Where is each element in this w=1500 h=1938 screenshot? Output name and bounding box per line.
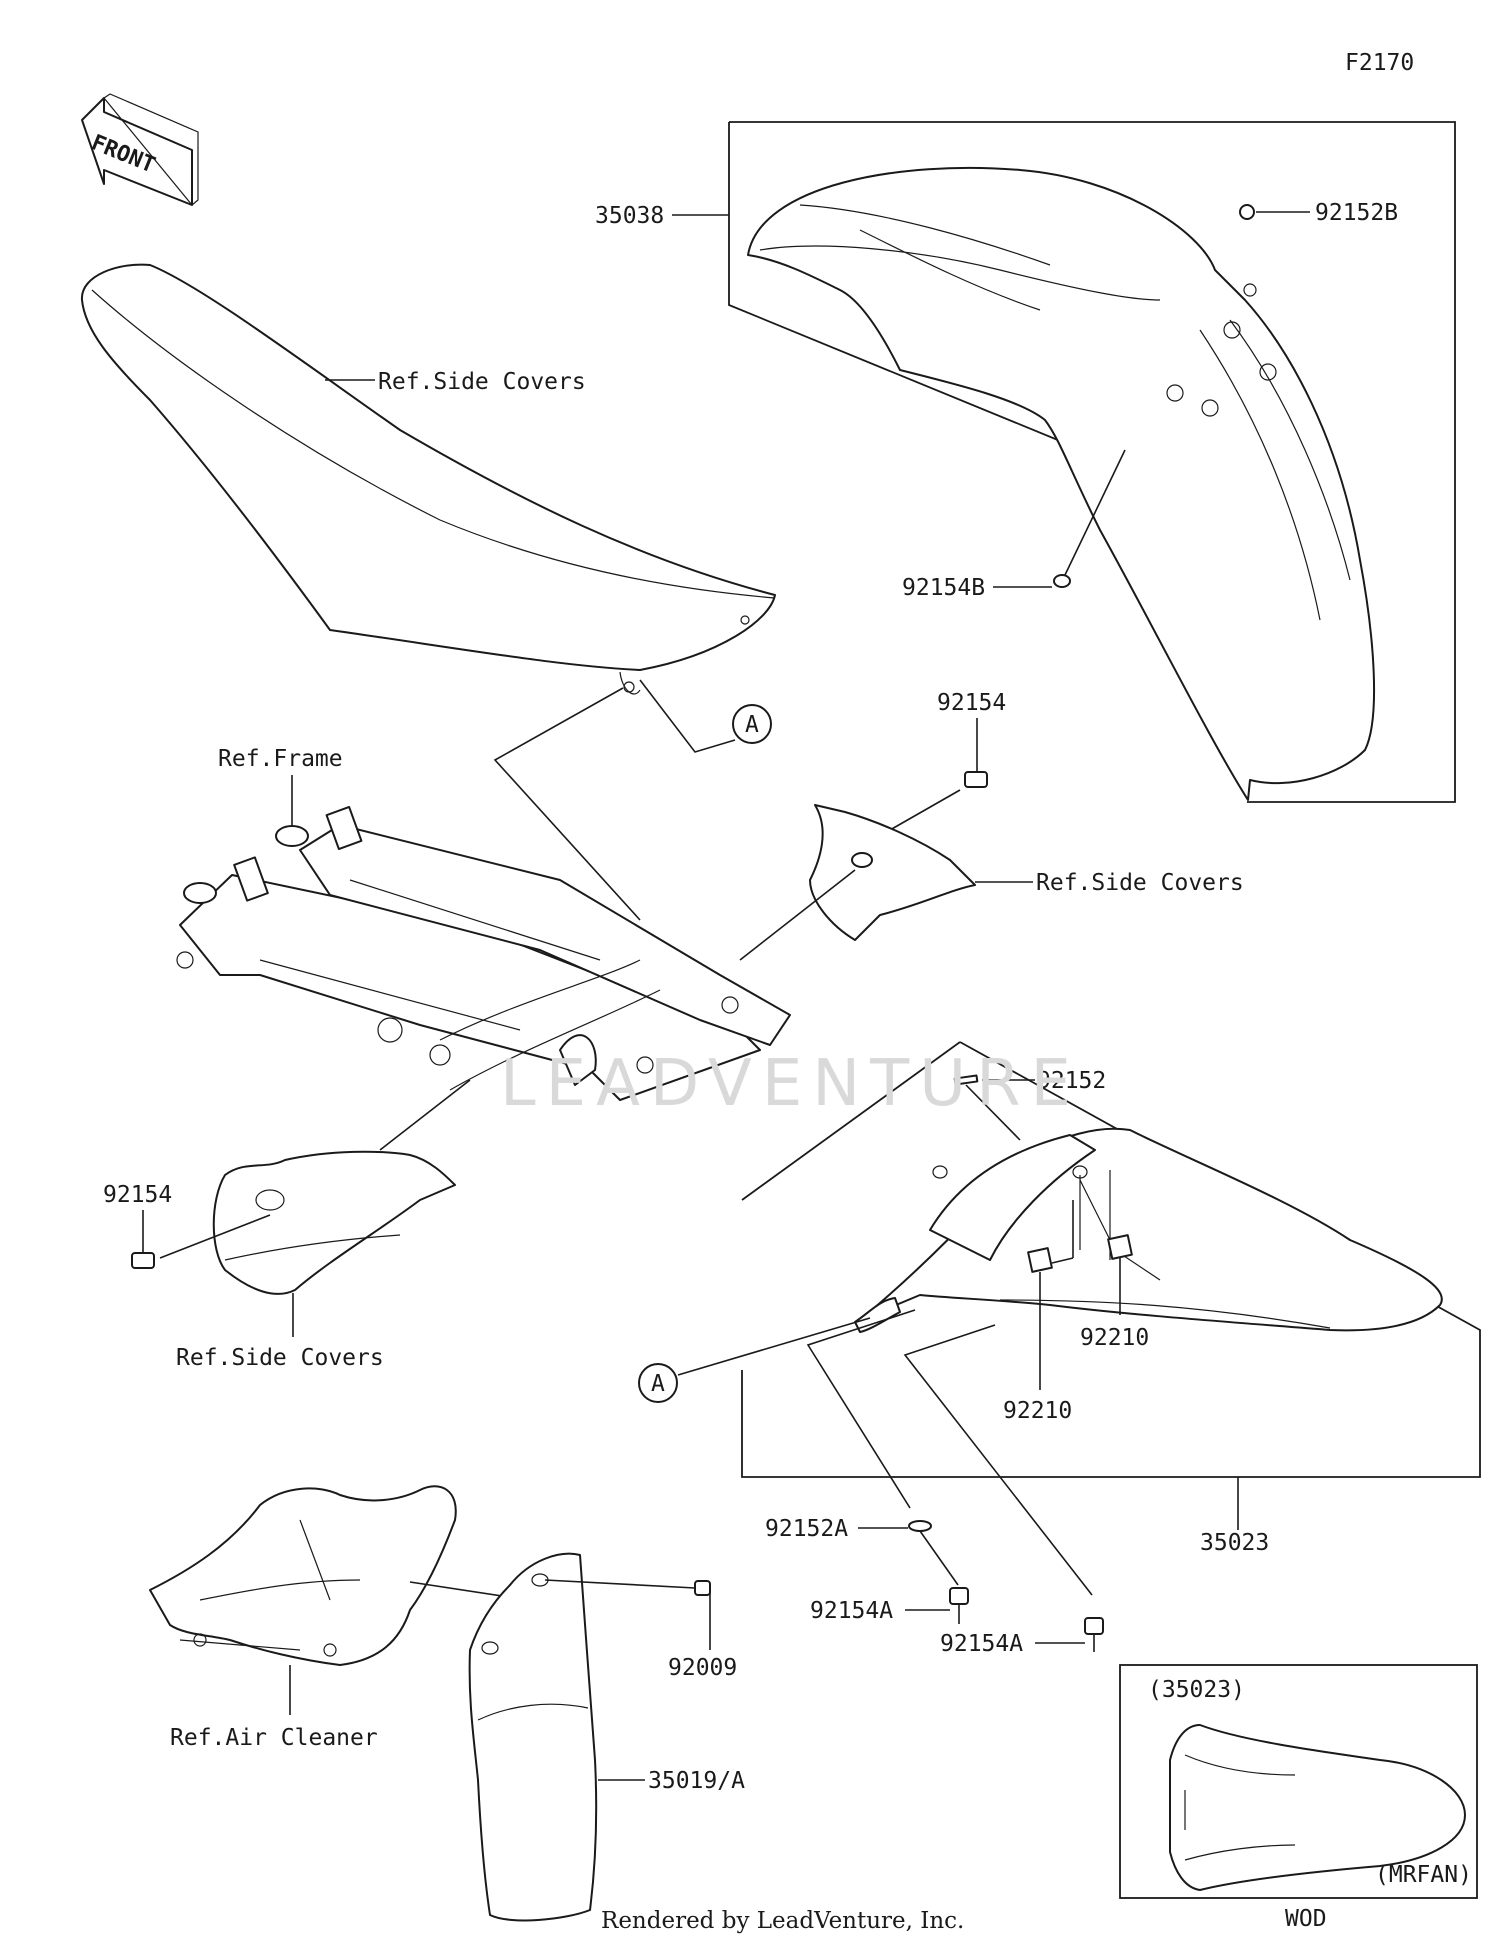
callout-a-fender: A: [651, 1371, 665, 1397]
rear-fender-collar-label: 92152: [1037, 1068, 1106, 1094]
callout-a-seat: A: [745, 712, 759, 738]
rear-fender-label: 35023: [1200, 1530, 1269, 1556]
bolt-upper-label: 92154: [937, 690, 1006, 716]
bolt-a-1-label: 92154A: [810, 1598, 893, 1624]
rear-fasteners-group: 92152A 92154A 92154A: [765, 1516, 1104, 1657]
front-fender-nut-label: 92152B: [1315, 200, 1398, 226]
ref-frame-label: Ref.Frame: [218, 746, 343, 772]
variant-inset: (35023) (MRFAN) WOD: [1119, 1664, 1478, 1932]
front-arrow-icon: FRONT: [81, 93, 199, 206]
seat: [80, 263, 776, 671]
side-cover-ref-right-label: Ref.Side Covers: [1036, 870, 1244, 896]
inset-caption: WOD: [1285, 1906, 1327, 1932]
rear-fender-group: 92152 92210 92210 35023 A: [638, 1041, 1481, 1596]
seat-group: Ref.Side Covers A: [80, 263, 776, 921]
air-cleaner-housing: [149, 1485, 457, 1666]
front-fender: [747, 166, 1376, 801]
nut-2-label: 92210: [1080, 1325, 1149, 1351]
inset-rear-fender: [1169, 1724, 1466, 1891]
inset-variant: (MRFAN): [1375, 1862, 1472, 1888]
right-side-cover-part: [809, 804, 976, 941]
right-side-cover-group: 92154 Ref.Side Covers: [739, 690, 1244, 961]
air-cleaner-group: Ref.Air Cleaner: [149, 1485, 516, 1751]
nut-1-label: 92210: [1003, 1398, 1072, 1424]
collar-a-label: 92152A: [765, 1516, 848, 1542]
front-fender-group: 35038 92152B 92154B: [595, 121, 1456, 803]
footer-text: Rendered by LeadVenture, Inc.: [601, 1908, 964, 1934]
left-side-cover-part: [212, 1150, 456, 1295]
mud-flap: [468, 1552, 598, 1922]
bolt-a-2-label: 92154A: [940, 1631, 1023, 1657]
front-fender-label: 35038: [595, 203, 664, 229]
diagram-code: F2170: [1345, 50, 1414, 76]
bolt-left-label: 92154: [103, 1182, 172, 1208]
front-fender-bolt-label: 92154B: [902, 575, 985, 601]
inset-part-ref: (35023): [1148, 1677, 1245, 1703]
air-cleaner-ref-label: Ref.Air Cleaner: [170, 1725, 378, 1751]
seat-ref-label: Ref.Side Covers: [378, 369, 586, 395]
left-side-cover-group: 92154 Ref.Side Covers: [103, 1079, 471, 1371]
side-cover-ref-left-label: Ref.Side Covers: [176, 1345, 384, 1371]
mud-flap-group: 92009 35019/A: [468, 1552, 745, 1922]
mud-flap-label: 35019/A: [648, 1768, 745, 1794]
frame-group: Ref.Frame: [176, 746, 791, 1101]
screw-label: 92009: [668, 1655, 737, 1681]
watermark: LEADVENTURE: [500, 1047, 1081, 1121]
